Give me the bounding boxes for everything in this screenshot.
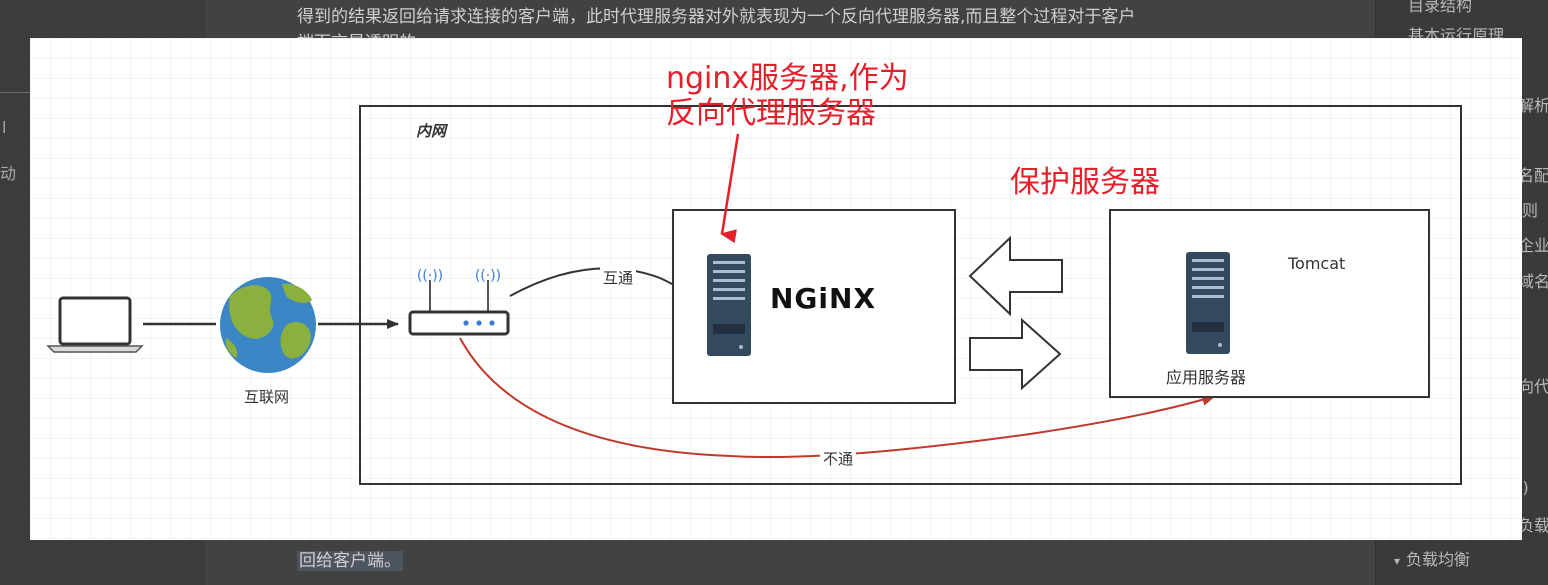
- laptop-icon: [46, 296, 144, 353]
- router-icon: ((·)) ((·)): [408, 268, 510, 336]
- article-paragraph: 回给客户端。: [297, 546, 403, 571]
- connected-label: 互通: [600, 267, 637, 288]
- toc-item[interactable]: 域名: [1518, 272, 1548, 291]
- toc-item[interactable]: 负载: [1518, 516, 1548, 535]
- globe-icon: [220, 277, 316, 373]
- left-block-arrow-icon: [968, 235, 1063, 317]
- intranet-container: [359, 105, 1462, 485]
- blocked-label: 不通: [820, 448, 857, 469]
- annotation-arrow: [720, 133, 740, 244]
- annotation-nginx-line: 反向代理服务器: [666, 95, 876, 131]
- toc-item-load-balance[interactable]: ▾ 负载均衡: [1394, 546, 1470, 570]
- nginx-logo: NGiNX: [770, 282, 877, 315]
- left-text-fragment: l: [2, 118, 7, 137]
- toc-item[interactable]: 解析: [1518, 96, 1548, 115]
- tomcat-box: [1109, 209, 1430, 398]
- highlighted-text: 回给客户端。: [297, 551, 403, 571]
- intranet-label: 内网: [416, 122, 447, 140]
- toc-item-label: 负载均衡: [1406, 550, 1471, 569]
- annotation-protect: 保护服务器: [1010, 165, 1160, 200]
- article-paragraph: 得到的结果返回给请求连接的客户端，此时代理服务器对外就表现为一个反向代理服务器,…: [297, 7, 1136, 27]
- svg-text:((·)): ((·)): [475, 268, 501, 284]
- nginx-server-icon: [707, 254, 751, 356]
- tomcat-label: Tomcat: [1288, 254, 1346, 273]
- toc-item[interactable]: l): [1518, 478, 1529, 497]
- toc-item[interactable]: 企业: [1518, 236, 1548, 255]
- app-server-label: 应用服务器: [1166, 368, 1247, 387]
- toc-item[interactable]: 目录结构: [1408, 0, 1473, 15]
- right-block-arrow-icon: [969, 317, 1062, 391]
- svg-text:((·)): ((·)): [417, 268, 443, 284]
- left-divider: [0, 92, 40, 93]
- left-text-fragment: 动: [0, 164, 17, 183]
- toc-item[interactable]: 向代: [1518, 377, 1548, 396]
- annotation-nginx: nginx服务器,作为 反向代理服务器: [666, 61, 909, 131]
- annotation-nginx-line: nginx服务器,作为: [666, 61, 909, 96]
- diagram-figure: ((·)) ((·)): [30, 38, 1522, 540]
- app-server-icon: [1186, 252, 1230, 354]
- toc-item[interactable]: 名配: [1518, 166, 1548, 185]
- chevron-down-icon: ▾: [1394, 554, 1401, 568]
- internet-label: 互联网: [244, 388, 290, 406]
- diagram-canvas: ((·)) ((·)): [46, 105, 1462, 485]
- toc-item[interactable]: 则: [1522, 201, 1539, 220]
